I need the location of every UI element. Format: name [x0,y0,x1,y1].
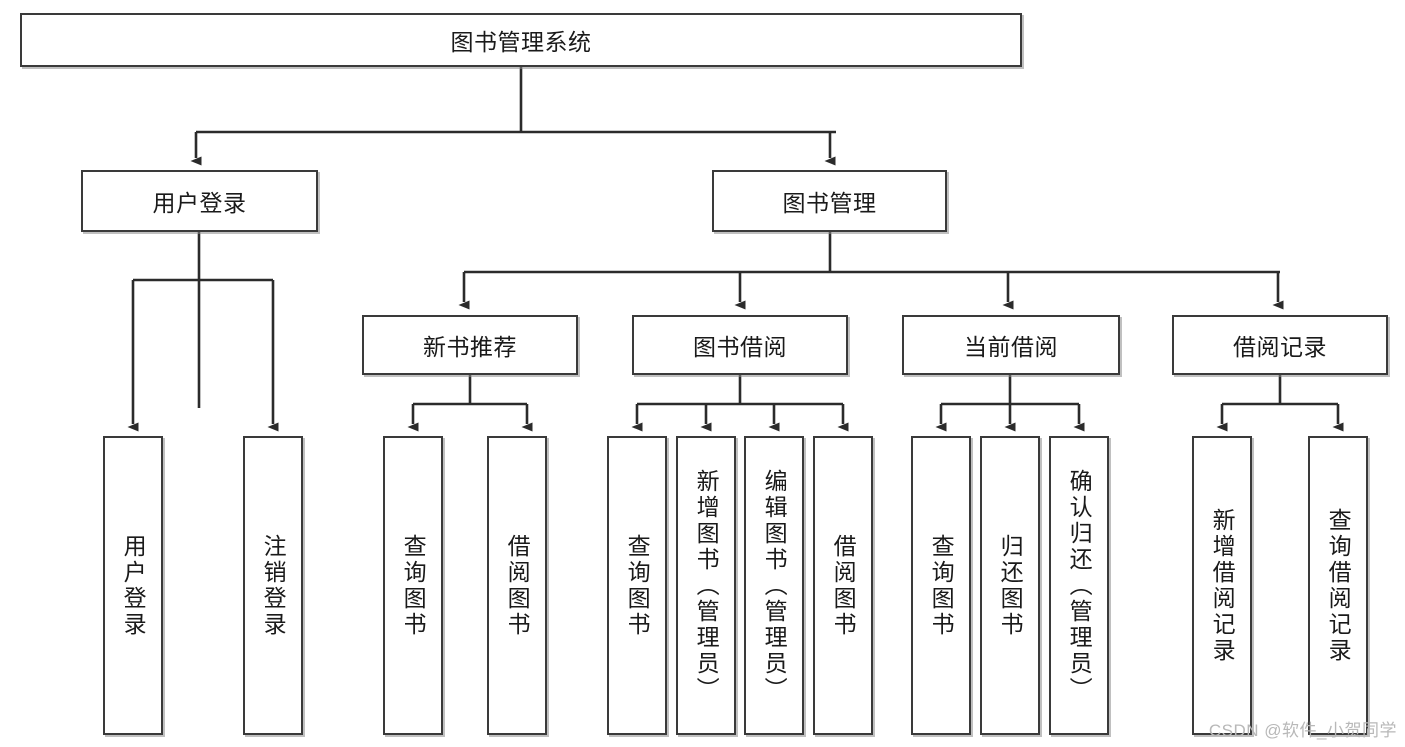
node-leaf-user-login[interactable]: 用户登录 [103,436,163,735]
node-borrow-record[interactable]: 借阅记录 [1172,315,1388,375]
node-leaf-query-book-2[interactable]: 查询图书 [607,436,667,735]
node-leaf-query-record-label: 查询借阅记录 [1325,507,1352,664]
node-new-book-recommend-label: 新书推荐 [423,334,517,360]
watermark: CSDN @软件_小贺同学 [1208,721,1397,740]
node-new-book-recommend[interactable]: 新书推荐 [362,315,578,375]
node-user-login-label: 用户登录 [152,190,247,216]
node-user-login[interactable]: 用户登录 [81,170,318,232]
node-leaf-confirm-return-label: 确认归还（管理员） [1066,468,1093,703]
node-leaf-add-book[interactable]: 新增图书（管理员） [676,436,736,735]
node-leaf-query-book-3-label: 查询图书 [928,533,955,638]
node-root[interactable]: 图书管理系统 [20,13,1022,67]
node-leaf-query-book-1-label: 查询图书 [400,533,427,638]
node-book-management-label: 图书管理 [782,190,877,216]
node-leaf-query-book-1[interactable]: 查询图书 [383,436,443,735]
node-leaf-query-record[interactable]: 查询借阅记录 [1308,436,1368,735]
node-borrow-record-label: 借阅记录 [1233,334,1327,360]
node-leaf-borrow-book-2[interactable]: 借阅图书 [813,436,873,735]
node-leaf-borrow-book-1[interactable]: 借阅图书 [487,436,547,735]
node-leaf-logout-login-label: 注销登录 [260,533,287,638]
node-leaf-return-book[interactable]: 归还图书 [980,436,1040,735]
node-leaf-confirm-return[interactable]: 确认归还（管理员） [1049,436,1109,735]
node-root-label: 图书管理系统 [450,29,592,55]
node-leaf-add-record[interactable]: 新增借阅记录 [1192,436,1252,735]
node-leaf-add-record-label: 新增借阅记录 [1209,507,1236,664]
node-book-borrow[interactable]: 图书借阅 [632,315,848,375]
node-leaf-edit-book-label: 编辑图书（管理员） [761,468,788,703]
node-leaf-borrow-book-1-label: 借阅图书 [504,533,531,638]
node-current-borrow-label: 当前借阅 [964,334,1058,360]
node-book-management[interactable]: 图书管理 [712,170,947,232]
node-leaf-add-book-label: 新增图书（管理员） [693,468,720,703]
node-current-borrow[interactable]: 当前借阅 [902,315,1120,375]
node-leaf-query-book-2-label: 查询图书 [624,533,651,638]
node-leaf-borrow-book-2-label: 借阅图书 [830,533,857,638]
node-book-borrow-label: 图书借阅 [693,334,787,360]
node-leaf-edit-book[interactable]: 编辑图书（管理员） [744,436,804,735]
node-leaf-user-login-label: 用户登录 [120,533,147,638]
node-leaf-return-book-label: 归还图书 [997,533,1024,638]
node-leaf-logout-login[interactable]: 注销登录 [243,436,303,735]
node-leaf-query-book-3[interactable]: 查询图书 [911,436,971,735]
